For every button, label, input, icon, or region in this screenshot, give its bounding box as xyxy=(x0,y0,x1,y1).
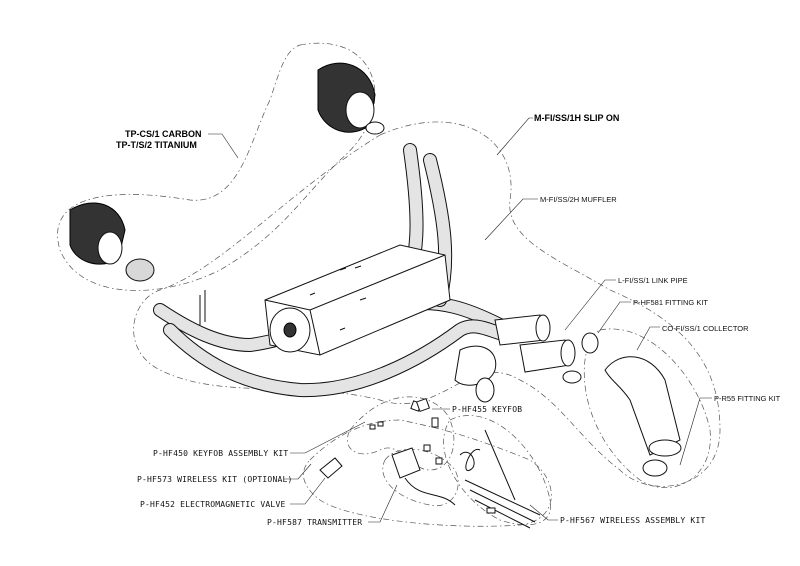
label-fitting-kit-r55: P-R55 FITTING KIT xyxy=(714,394,781,403)
label-keyfob-assembly-kit: P-HF450 KEYFOB ASSEMBLY KIT xyxy=(153,449,288,458)
label-electromagnetic-valve: P-HF452 ELECTROMAGNETIC VALVE xyxy=(140,500,285,509)
label-muffler: M-FI/SS/2H MUFFLER xyxy=(540,195,617,204)
label-link-pipe: L-FI/SS/1 LINK PIPE xyxy=(618,276,688,285)
label-slip-on: M-FI/SS/1H SLIP ON xyxy=(534,113,619,123)
collector xyxy=(604,356,682,477)
muffler xyxy=(264,244,451,356)
label-transmitter: P-HF587 TRANSMITTER xyxy=(267,518,362,527)
carbon-tips xyxy=(69,62,385,282)
label-keyfob: P-HF455 KEYFOB xyxy=(452,405,522,414)
label-collector: CO-FI/SS/1 COLLECTOR xyxy=(662,324,749,333)
leader-lines xyxy=(208,117,712,523)
wireless-parts xyxy=(319,397,541,529)
label-tips-titanium: TP-T/S/2 TITANIUM xyxy=(116,140,197,150)
label-wireless-assembly-kit: P-HF567 WIRELESS ASSEMBLY KIT xyxy=(560,516,705,525)
label-tips-carbon: TP-CS/1 CARBON xyxy=(125,129,202,139)
group-outlines xyxy=(57,42,721,527)
label-wireless-kit: P-HF573 WIRELESS KIT (OPTIONAL) xyxy=(137,475,293,484)
label-fitting-kit-581: P-HF581 FITTING KIT xyxy=(633,298,708,307)
part-labels: TP-CS/1 CARBON TP-T/S/2 TITANIUM M-FI/SS… xyxy=(116,113,781,527)
link-pipes xyxy=(454,314,599,403)
